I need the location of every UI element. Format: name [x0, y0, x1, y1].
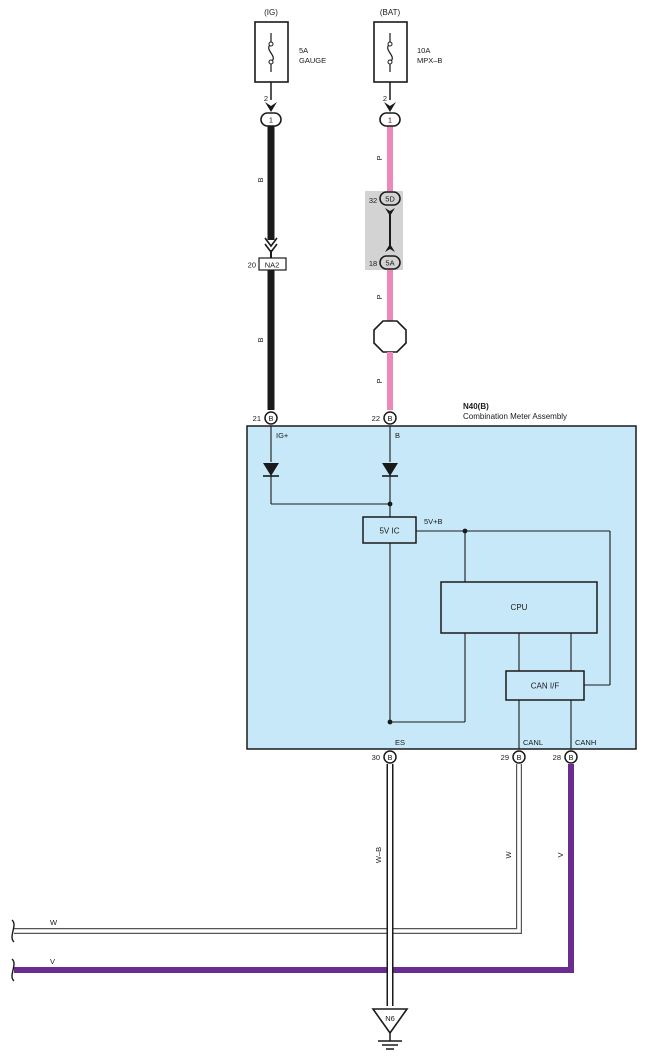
- wire-canh-color: V: [556, 852, 565, 857]
- diode-ig: [263, 463, 279, 476]
- fuse-mpx-b-source: (BAT): [380, 8, 401, 17]
- connector-bat-1: 1: [379, 112, 401, 127]
- bus-canl-color: W: [50, 918, 58, 927]
- fuse-mpx-b-rating: 10A: [417, 46, 430, 55]
- component-name: Combination Meter Assembly: [463, 412, 567, 421]
- fuse-mpx-b-pin: 2: [383, 94, 387, 103]
- fuse-gauge-terminal-bottom: [268, 59, 274, 65]
- pin-30: B 30: [372, 750, 397, 764]
- pin-29: B 29: [501, 750, 526, 764]
- cpu-label: CPU: [511, 603, 528, 612]
- connector-5a: 5A: [379, 255, 401, 270]
- pin-28-number: 28: [553, 753, 561, 762]
- arrow-mpx-b: [384, 102, 396, 112]
- can-if-label: CAN I/F: [531, 682, 560, 691]
- connector-5d-label: 5D: [385, 195, 395, 204]
- wire-bat-upper-color: P: [375, 155, 384, 160]
- node-diode-join: [387, 501, 393, 507]
- connector-na2-label: NA2: [265, 261, 280, 270]
- ic-5v-label: 5V IC: [379, 527, 399, 536]
- connector-5a-label: 5A: [385, 259, 394, 268]
- wire-ig-lower-color: B: [256, 337, 265, 342]
- pin-22: B 22: [372, 411, 397, 425]
- wire-bat-lower-color: P: [375, 378, 384, 383]
- bus-canh-color: V: [50, 957, 55, 966]
- fuse-mpx-b-box: [373, 21, 408, 83]
- pin-label-canh: CANH: [575, 738, 596, 747]
- pin-label-ig: IG+: [276, 431, 289, 440]
- pin-21: B 21: [253, 411, 278, 425]
- cpu-box: [440, 581, 598, 634]
- wire-canl: [14, 764, 522, 934]
- fuse-mpx-b-terminal-top: [387, 41, 393, 47]
- junction-arrow-down: [385, 244, 395, 252]
- ic-5v-box: [362, 516, 417, 544]
- node-5v-rail: [462, 528, 468, 534]
- pin-21-number: 21: [253, 414, 261, 423]
- pin-label-es: ES: [395, 738, 405, 747]
- pin-label-canl: CANL: [523, 738, 543, 747]
- fuse-gauge-name: GAUGE: [299, 56, 326, 65]
- fuse-mpx-b-terminal-bottom: [387, 59, 393, 65]
- break-mark-canl: [11, 919, 15, 943]
- diode-bat: [382, 463, 398, 476]
- connector-ig-1-label: 1: [269, 116, 273, 125]
- break-mark-canh: [11, 958, 15, 982]
- fuse-mpx-b-name: MPX–B: [417, 56, 442, 65]
- ground-label: N6: [385, 1014, 395, 1023]
- pin-29-connector: B: [516, 753, 521, 762]
- connector-5d-pin: 32: [369, 196, 377, 205]
- pin-30-connector: B: [387, 753, 392, 762]
- node-ground: [387, 719, 393, 725]
- internal-circuit: [270, 426, 611, 749]
- connector-bat-1-label: 1: [388, 116, 392, 125]
- fuse-gauge-pin: 2: [264, 94, 268, 103]
- wire-bat-mid-color: P: [375, 294, 384, 299]
- pin-22-connector: B: [387, 414, 392, 423]
- component-id: N40(B): [463, 402, 489, 411]
- splice-point: [373, 320, 407, 353]
- ground-point: [371, 1008, 409, 1050]
- fuse-gauge-terminal-top: [268, 41, 274, 47]
- wire-canh: [14, 764, 574, 973]
- pin-29-number: 29: [501, 753, 509, 762]
- pin-28: B 28: [553, 750, 578, 764]
- wire-canl-color: W: [504, 851, 513, 859]
- wire-ig-upper-color: B: [256, 177, 265, 182]
- can-if-box: [505, 670, 585, 701]
- connector-na2-arrow: [264, 237, 278, 254]
- fuse-gauge-source: (IG): [264, 8, 278, 17]
- pin-28-connector: B: [568, 753, 573, 762]
- pin-21-connector: B: [268, 414, 273, 423]
- arrow-gauge: [265, 102, 277, 112]
- wire-ground-color: W–B: [374, 847, 383, 863]
- fuse-gauge: (IG) 5A GAUGE 2: [254, 8, 326, 103]
- fuse-gauge-rating: 5A: [299, 46, 308, 55]
- fuse-mpx-b: (BAT) 10A MPX–B 2: [373, 8, 442, 103]
- pin-30-number: 30: [372, 753, 380, 762]
- fuse-gauge-box: [254, 21, 289, 83]
- connector-5a-pin: 18: [369, 259, 377, 268]
- connector-na2-pin: 20: [248, 261, 256, 270]
- pin-label-b: B: [395, 431, 400, 440]
- connector-ig-1: 1: [260, 112, 282, 127]
- pin-22-number: 22: [372, 414, 380, 423]
- connector-5d: 5D: [379, 191, 401, 206]
- rail-5v-label: 5V+B: [424, 517, 443, 526]
